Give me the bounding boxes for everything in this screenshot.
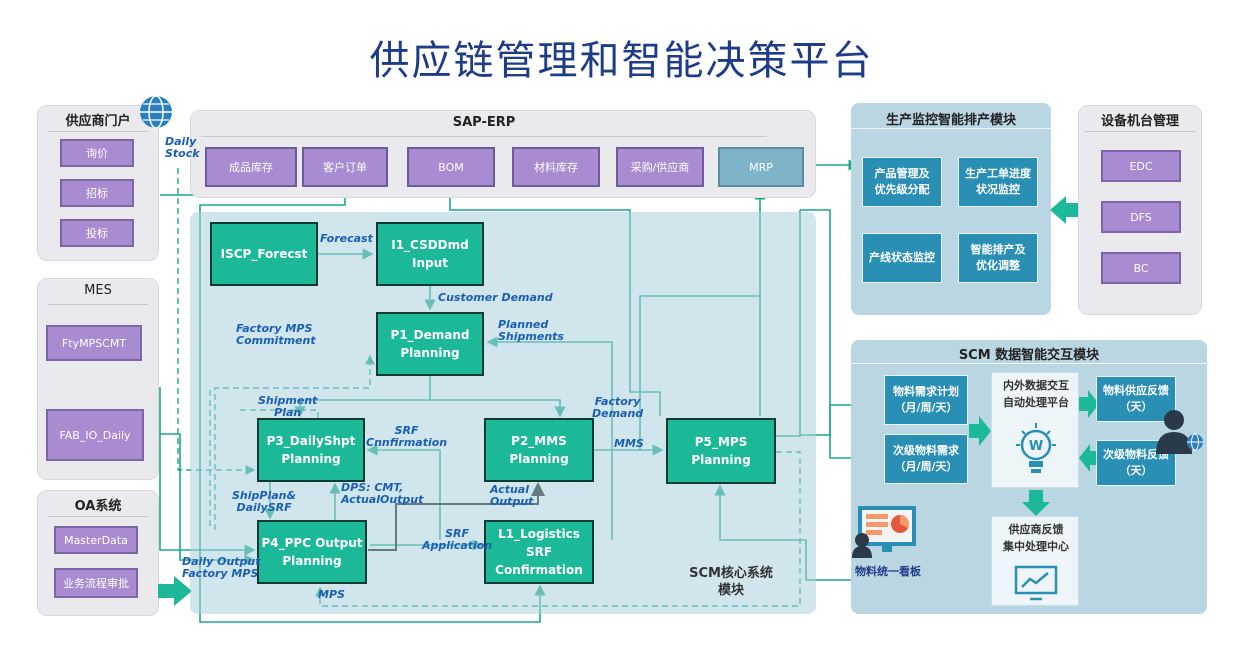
- p1-demand-planning-box[interactable]: P1_Demand Planning: [376, 312, 484, 376]
- label-srf-confirmation: SRF Cnnfirmation: [366, 424, 448, 449]
- dashboard-label: 物料统一看板: [855, 565, 921, 578]
- sap-customer-order[interactable]: 客户订单: [302, 147, 388, 187]
- scm-data-panel: SCM 数据智能交互模块 物料需求计划 （月/周/天） 次级物料需求 （月/周/…: [851, 340, 1207, 614]
- label-dps: DPS: CMT, ActualOutput: [341, 481, 424, 506]
- scm-core-label: SCM核心系统 模块: [689, 566, 773, 598]
- data-exchange-platform[interactable]: 内外数据交互 自动处理平台 W: [991, 372, 1079, 488]
- sap-erp-title: SAP-ERP: [201, 115, 767, 137]
- p5-mps-planning-box[interactable]: P5_MPS Planning: [666, 418, 776, 484]
- equipment-panel: 设备机台管理 EDC DFS BC: [1078, 105, 1202, 315]
- label-customer-demand: Customer Demand: [438, 291, 553, 304]
- p3-dailyshpt-planning-box[interactable]: P3_DailyShpt Planning: [257, 418, 365, 482]
- sap-material-stock[interactable]: 材料库存: [512, 147, 600, 187]
- p2-mms-planning-box[interactable]: P2_MMS Planning: [484, 418, 594, 482]
- label-planned-shipments: Planned Shipments: [498, 318, 564, 343]
- svg-text:W: W: [1029, 439, 1043, 454]
- masterdata-button[interactable]: MasterData: [54, 526, 138, 554]
- sap-bom[interactable]: BOM: [407, 147, 495, 187]
- label-daily-output-factory-mps: Daily Output Factory MPS: [182, 555, 261, 580]
- tender-button[interactable]: 招标: [60, 179, 134, 207]
- supplier-feedback-center[interactable]: 供应商反馈 集中处理中心: [991, 516, 1079, 606]
- sub-material-requirement-box[interactable]: 次级物料需求 （月/周/天）: [884, 434, 968, 484]
- label-mps: MPS: [318, 588, 345, 601]
- globe-icon: [140, 95, 172, 129]
- arrow-right-icon: [969, 416, 991, 446]
- scm-data-title: SCM 数据智能交互模块: [851, 344, 1207, 364]
- lightbulb-icon: W: [1016, 423, 1056, 473]
- label-factory-mps-commitment: Factory MPS Commitment: [236, 322, 316, 347]
- mes-panel: MES FtyMPSCMT FAB_IO_Daily: [37, 278, 159, 480]
- inquiry-button[interactable]: 询价: [60, 139, 134, 167]
- production-monitor-title: 生产监控智能排产模块: [851, 109, 1051, 129]
- arrow-right-icon-2: [1079, 390, 1099, 418]
- label-factory-demand: Factory Demand: [592, 395, 644, 420]
- label-forecast: Forecast: [320, 232, 373, 245]
- sap-mrp[interactable]: MRP: [718, 147, 804, 187]
- page-title: 供应链管理和智能决策平台: [369, 38, 874, 84]
- p4-ppc-output-planning-box[interactable]: P4_PPC Output Planning: [257, 520, 367, 584]
- line-status-box[interactable]: 产线状态监控: [862, 233, 942, 283]
- production-monitor-panel: 生产监控智能排产模块 产品管理及 优先级分配 生产工单进度 状况监控 产线状态监…: [851, 103, 1051, 315]
- arrow-down-icon: [1022, 490, 1050, 516]
- l1-logistics-srf-box[interactable]: L1_Logistics SRF Confirmation: [484, 520, 594, 584]
- oa-panel: OA系统 MasterData 业务流程审批: [37, 490, 159, 616]
- label-mms: MMS: [614, 437, 644, 450]
- fab-io-daily-button[interactable]: FAB_IO_Daily: [46, 409, 144, 461]
- oa-title: OA系统: [48, 495, 148, 517]
- iscp-forecast-box[interactable]: ISCP_Forecst: [210, 222, 318, 286]
- label-shipplan-dailysrf: ShipPlan& DailySRF: [232, 489, 297, 514]
- arrow-left-icon: [1079, 444, 1099, 472]
- process-approval-button[interactable]: 业务流程审批: [54, 568, 138, 598]
- oa-arrow-icon: [158, 576, 192, 606]
- supplier-portal-panel: 供应商门户 询价 招标 投标: [37, 105, 159, 261]
- work-order-progress-box[interactable]: 生产工单进度 状况监控: [958, 157, 1038, 207]
- bc-button[interactable]: BC: [1101, 252, 1181, 284]
- label-shipment-plan: Shipment Plan: [258, 394, 318, 419]
- supplier-portal-title: 供应商门户: [48, 110, 148, 132]
- sap-procurement-supplier[interactable]: 采购/供应商: [616, 147, 704, 187]
- label-srf-application: SRF Application: [422, 527, 493, 552]
- data-exchange-label: 内外数据交互 自动处理平台: [1003, 379, 1069, 409]
- material-requirement-box[interactable]: 物料需求计划 （月/周/天）: [884, 375, 968, 425]
- monitor-chart-icon: [1014, 565, 1058, 601]
- sap-finished-stock[interactable]: 成品库存: [205, 147, 297, 187]
- dfs-button[interactable]: DFS: [1101, 201, 1181, 233]
- material-supply-feedback-box[interactable]: 物料供应反馈 （天）: [1096, 376, 1176, 422]
- dashboard-icon: [852, 506, 916, 558]
- supplier-feedback-label: 供应商反馈 集中处理中心: [1003, 523, 1069, 553]
- product-priority-box[interactable]: 产品管理及 优先级分配: [862, 157, 942, 207]
- edc-button[interactable]: EDC: [1101, 150, 1181, 182]
- smart-scheduling-box[interactable]: 智能排产及 优化调整: [958, 233, 1038, 283]
- label-actual-output: Actual Output: [490, 483, 534, 508]
- equipment-title: 设备机台管理: [1085, 110, 1195, 132]
- equipment-arrow-icon: [1050, 196, 1082, 224]
- bid-button[interactable]: 投标: [60, 219, 134, 247]
- mes-title: MES: [48, 283, 148, 305]
- i1-csddmd-input-box[interactable]: I1_CSDDmd Input: [376, 222, 484, 286]
- person-globe-icon: [1156, 410, 1203, 454]
- sap-erp-panel: SAP-ERP 成品库存 客户订单 BOM 材料库存 采购/供应商 MRP: [190, 110, 816, 198]
- ftympscmt-button[interactable]: FtyMPSCMT: [46, 325, 142, 361]
- label-daily-stock: Daily Stock: [165, 135, 200, 160]
